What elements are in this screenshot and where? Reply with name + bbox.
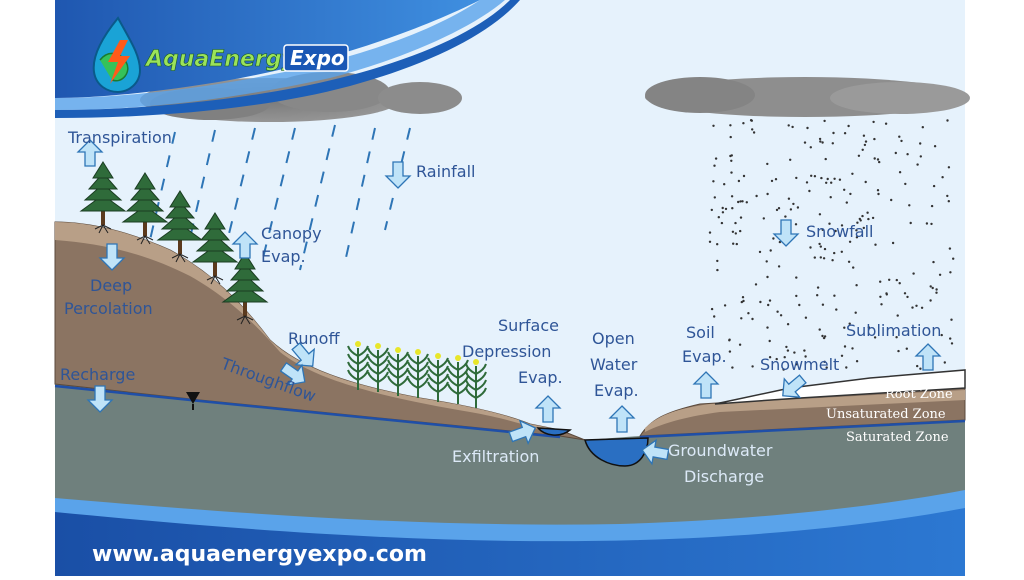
label-transpiration: Transpiration [67, 128, 172, 147]
label-deep-percolation-1: Deep [90, 276, 132, 295]
brand-logo [92, 16, 142, 94]
label-snowfall: Snowfall [806, 222, 874, 241]
snow-cloud [645, 77, 970, 117]
top-banner-thin [55, 0, 520, 118]
rainfall-arrow-icon [384, 161, 412, 189]
water-table-marker [186, 392, 200, 404]
surface-depression-arrow-icon [534, 395, 562, 423]
label-soil-evap-2: Evap. [682, 347, 727, 366]
label-surface-depression-2: Depression [462, 342, 551, 361]
conifer-trees [79, 161, 269, 325]
label-open-water-2: Water [590, 355, 638, 374]
zone-unsaturated: Unsaturated Zone [826, 407, 946, 422]
brand-expo-badge [283, 44, 349, 72]
right-topsoil [645, 390, 965, 432]
top-banner-light [55, 0, 505, 110]
top-banner [55, 0, 480, 98]
label-canopy-evap-2: Evap. [261, 247, 306, 266]
crop-icon [465, 359, 487, 408]
label-open-water-1: Open [592, 329, 635, 348]
crop-icon [407, 349, 429, 398]
sublimation-arrow-icon [914, 343, 942, 371]
transpiration-arrow-icon [76, 139, 104, 167]
label-groundwater-discharge-2: Discharge [684, 467, 764, 486]
label-snowmelt: Snowmelt [760, 355, 839, 374]
soil-evap-arrow-icon [692, 371, 720, 399]
crop-plants [347, 341, 487, 408]
deep-percolation-arrow-icon [98, 243, 126, 271]
throughflow-arrow-icon [279, 361, 306, 386]
label-rainfall: Rainfall [416, 162, 475, 181]
crop-icon [447, 355, 469, 404]
crop-icon [427, 353, 449, 402]
canopy-evap-arrow-icon [231, 231, 259, 259]
recharge-arrow-icon [86, 385, 114, 413]
runoff-arrow-icon [291, 342, 315, 367]
snowfall-arrow-icon [772, 219, 800, 247]
hill-topsoil [55, 222, 560, 436]
exfiltration-arrow-icon [508, 419, 537, 445]
tree-icon [121, 172, 169, 245]
water-table-line-right [639, 419, 966, 439]
label-soil-evap-1: Soil [686, 323, 715, 342]
label-runoff: Runoff [288, 329, 340, 348]
snowmelt-arrow-icon [782, 374, 807, 398]
label-groundwater-discharge-1: Groundwater [668, 441, 773, 460]
groundwater-discharge-arrow-icon [641, 438, 670, 466]
zone-saturated: Saturated Zone [846, 430, 949, 445]
bottom-frame [55, 508, 965, 576]
label-surface-depression-3: Evap. [518, 368, 563, 387]
website-url: www.aquaenergyexpo.com [92, 542, 427, 567]
tree-icon [156, 190, 204, 263]
label-open-water-3: Evap. [594, 381, 639, 400]
surface-depression-pond [536, 427, 572, 436]
crop-icon [387, 347, 409, 396]
label-exfiltration: Exfiltration [452, 447, 539, 466]
label-canopy-evap-1: Canopy [261, 224, 322, 243]
zone-root: Root Zone [885, 387, 953, 402]
open-water-arrow-icon [608, 405, 636, 433]
crop-icon [367, 343, 389, 392]
brand-name-expo: Expo [290, 46, 345, 70]
tree-icon [79, 161, 127, 234]
snowflakes [708, 119, 955, 371]
brand-name-aqua: AquaEnergy [144, 47, 297, 72]
tree-icon [191, 212, 239, 285]
saturated-zone [55, 384, 965, 548]
label-sublimation: Sublimation [846, 321, 941, 340]
arrows [76, 139, 942, 466]
label-deep-percolation-2: Percolation [64, 299, 153, 318]
label-recharge: Recharge [60, 365, 135, 384]
label-surface-depression-1: Surface [498, 316, 559, 335]
tree-icon [221, 252, 269, 325]
crop-icon [347, 341, 369, 390]
